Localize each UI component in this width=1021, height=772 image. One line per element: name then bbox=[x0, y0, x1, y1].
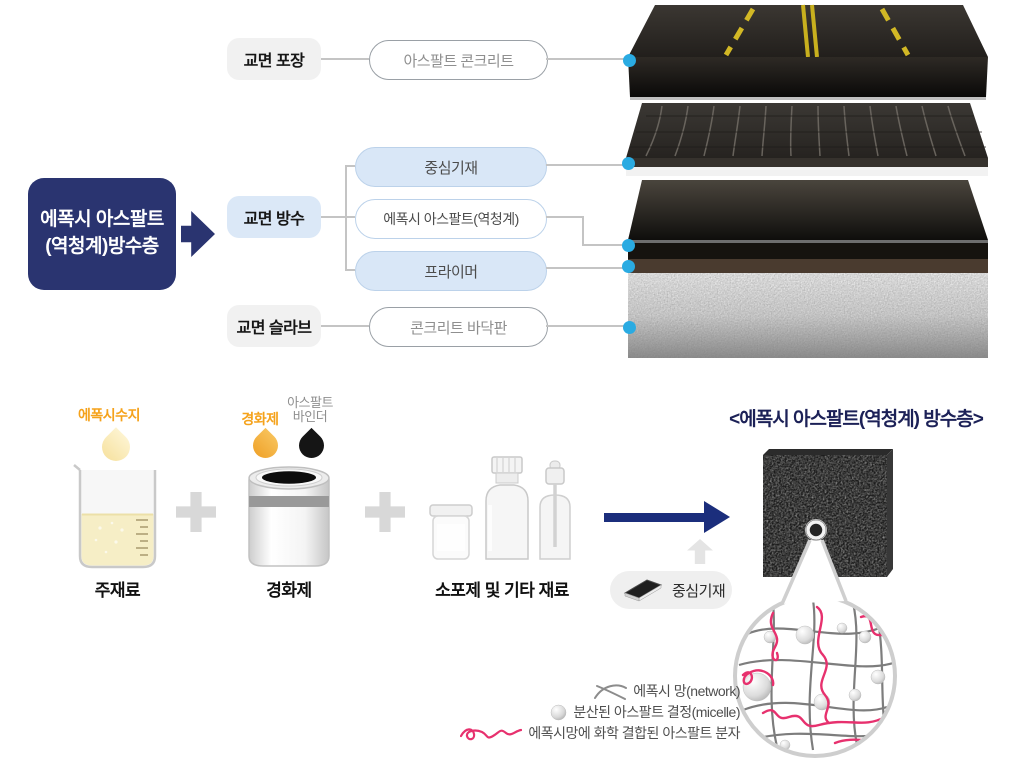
pill-asphalt-concrete: 아스팔트 콘크리트 bbox=[369, 40, 548, 80]
main-title-line2: (역청계)방수층 bbox=[45, 236, 159, 257]
pill-center-substrate: 중심기재 bbox=[355, 147, 547, 187]
molecule-icon bbox=[460, 728, 523, 741]
pill-asphalt-concrete-label: 아스팔트 콘크리트 bbox=[403, 52, 514, 70]
pill-epoxy-asphalt-label: 에폭시 아스팔트(역청계) bbox=[383, 211, 519, 227]
pill-concrete-deck-label: 콘크리트 바닥판 bbox=[410, 319, 507, 337]
plus-icon bbox=[365, 492, 405, 532]
main-title-box: 에폭시 아스팔트 (역청계)방수층 bbox=[28, 178, 176, 290]
connector-line bbox=[546, 267, 626, 269]
layer-anchor-dot bbox=[622, 239, 635, 252]
micelle-spheres bbox=[742, 622, 886, 751]
pill-center-substrate-label: 중심기재 bbox=[424, 159, 478, 177]
additives-label: 소포제 및 기타 재료 bbox=[435, 581, 569, 600]
network-icon bbox=[594, 684, 628, 700]
category-waterproof-label: 교면 방수 bbox=[243, 211, 305, 228]
connector-line bbox=[321, 216, 347, 218]
legend-molecule-label: 에폭시망에 화학 결합된 아스팔트 분자 bbox=[528, 725, 740, 741]
pill-primer: 프라이머 bbox=[355, 251, 547, 291]
binder-drop-icon bbox=[293, 427, 330, 464]
substrate-tag-label: 중심기재 bbox=[672, 582, 726, 600]
up-arrow-icon bbox=[687, 539, 713, 564]
hardener-drop-icon bbox=[247, 427, 284, 464]
connector-line bbox=[347, 165, 355, 167]
layer-mesh-substrate bbox=[626, 103, 988, 176]
layer-concrete-deck bbox=[628, 273, 988, 358]
paint-can-icon bbox=[248, 466, 330, 567]
connector-line bbox=[582, 216, 584, 246]
legend-molecule-row: 에폭시망에 화학 결합된 아스팔트 분자 bbox=[420, 723, 740, 743]
process-arrow-icon bbox=[604, 513, 706, 522]
pill-concrete-deck: 콘크리트 바닥판 bbox=[369, 307, 548, 347]
connector-line bbox=[546, 216, 584, 218]
pill-epoxy-asphalt: 에폭시 아스팔트(역청계) bbox=[355, 199, 547, 239]
layer-primer bbox=[628, 259, 988, 273]
legend-network-label: 에폭시 망(network) bbox=[633, 683, 740, 699]
hardener-drop-label: 경화제 bbox=[241, 411, 279, 427]
micro-structure-magnifier bbox=[733, 519, 897, 758]
connector-line bbox=[347, 269, 355, 271]
right-arrow-icon bbox=[181, 211, 215, 257]
connector-line bbox=[347, 216, 355, 218]
result-title: <에폭시 아스팔트(역청계) 방수층> bbox=[729, 409, 984, 430]
process-arrowhead-icon bbox=[704, 501, 730, 533]
category-waterproof: 교면 방수 bbox=[227, 196, 321, 238]
connector-line bbox=[546, 325, 626, 327]
resin-drop-icon bbox=[96, 427, 136, 467]
layer-anchor-dot bbox=[622, 157, 635, 170]
main-material-label: 주재료 bbox=[94, 581, 141, 600]
connector-bracket bbox=[345, 165, 347, 271]
layer-asphalt-road bbox=[628, 4, 988, 100]
main-title-line1: 에폭시 아스팔트 bbox=[40, 209, 164, 231]
layer-anchor-dot bbox=[623, 321, 636, 334]
connector-line bbox=[582, 244, 626, 246]
connector-line bbox=[546, 164, 626, 166]
connector-line bbox=[321, 325, 369, 327]
substrate-tag: 중심기재 bbox=[610, 571, 732, 609]
pill-primer-label: 프라이머 bbox=[424, 263, 478, 281]
road-layers-illustration bbox=[626, 4, 988, 358]
category-pavement-label: 교면 포장 bbox=[243, 53, 305, 70]
micelle-icon bbox=[551, 704, 567, 720]
plus-icon bbox=[176, 492, 216, 532]
category-pavement: 교면 포장 bbox=[227, 38, 321, 80]
layer-epoxy-asphalt bbox=[628, 180, 988, 259]
additive-bottles-icon bbox=[429, 456, 571, 560]
layer-anchor-dot bbox=[623, 54, 636, 67]
connector-line bbox=[321, 58, 369, 60]
sample-point-marker bbox=[806, 520, 826, 540]
legend-network-row: 에폭시 망(network) bbox=[500, 681, 740, 701]
hardener-label: 경화제 bbox=[266, 581, 312, 600]
connector-line bbox=[546, 58, 626, 60]
asphalt-binder-label: 아스팔트 바인더 bbox=[287, 395, 333, 424]
category-slab: 교면 슬라브 bbox=[227, 305, 321, 347]
category-slab-label: 교면 슬라브 bbox=[236, 320, 312, 337]
substrate-sheet-icon bbox=[623, 579, 663, 602]
legend-micelle-row: 분산된 아스팔트 결정(micelle) bbox=[480, 702, 740, 722]
beaker-icon bbox=[73, 464, 157, 569]
legend-micelle-label: 분산된 아스팔트 결정(micelle) bbox=[573, 704, 740, 720]
layer-anchor-dot bbox=[622, 260, 635, 273]
epoxy-resin-label: 에폭시수지 bbox=[78, 407, 140, 423]
